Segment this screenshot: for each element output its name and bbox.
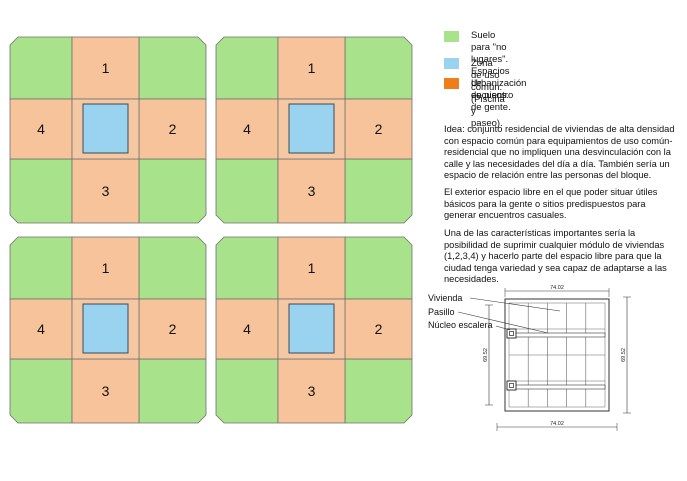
legend-label: Suelo para "no lugares". Espacios de enc… (471, 30, 514, 113)
module-number: 2 (169, 321, 177, 337)
green-space (215, 236, 279, 300)
residential-block: 1 2 3 4 (9, 36, 207, 224)
module-number: 1 (308, 260, 316, 276)
housing-module (277, 158, 346, 224)
pool-area (82, 103, 129, 154)
floor-plan: 74.02 74.02 69.52 69.52 (457, 285, 631, 431)
legend-item-urbanizacion: Urbanización de pisos. (444, 78, 526, 102)
residential-block: 1 2 3 4 (215, 36, 413, 224)
legend-label: Urbanización de pisos. (471, 78, 527, 101)
description-paragraph: Una de las características importantes s… (444, 228, 667, 285)
plan-outline (504, 298, 610, 412)
stair-core-inner (509, 383, 514, 388)
green-space (215, 158, 279, 224)
green-space (9, 358, 73, 424)
plan-label-pasillo: Pasillo (428, 307, 455, 317)
dimension-label: 74.02 (550, 421, 564, 427)
green-space (9, 36, 73, 100)
plan-label-nucleo-escalera: Núcleo escalera (428, 320, 493, 330)
residential-block: 1 2 3 4 (9, 236, 207, 424)
pool-area (288, 103, 335, 154)
green-space (9, 158, 73, 224)
green-space (138, 36, 207, 100)
module-number: 1 (102, 60, 110, 76)
green-space (138, 358, 207, 424)
legend-swatch-orange (444, 78, 459, 89)
stair-core-inner (509, 331, 514, 336)
module-number: 2 (375, 121, 383, 137)
module-number: 4 (37, 121, 45, 137)
dimension-label: 69.52 (621, 348, 627, 362)
housing-module (9, 98, 73, 160)
legend-swatch-green (444, 31, 459, 42)
green-space (344, 158, 413, 224)
module-number: 3 (102, 183, 110, 199)
legend-swatch-blue (444, 58, 459, 69)
green-space (9, 236, 73, 300)
dimension-label: 74.02 (550, 285, 564, 291)
corridor (510, 332, 606, 338)
dimension-label: 69.52 (483, 348, 489, 362)
stair-core (506, 380, 517, 391)
legend-item-no-lugares: Suelo para "no lugares". Espacios de enc… (444, 30, 513, 114)
module-number: 4 (243, 121, 251, 137)
green-space (344, 358, 413, 424)
description-paragraph: El exterior espacio libre en el que pode… (444, 187, 658, 221)
green-space (344, 36, 413, 100)
module-number: 1 (102, 260, 110, 276)
pool-area (82, 303, 129, 354)
green-space (215, 36, 279, 100)
module-number: 1 (308, 60, 316, 76)
housing-module (138, 298, 207, 360)
housing-module (344, 98, 413, 160)
module-number: 4 (243, 321, 251, 337)
legend-label: Zona de uso común. (Piscina y paseo). (471, 58, 505, 129)
residential-block: 1 2 3 4 (215, 236, 413, 424)
legend-item-uso-comun: Zona de uso común. (Piscina y paseo). (444, 58, 505, 130)
module-number: 3 (102, 383, 110, 399)
pool-area (288, 303, 335, 354)
blocks-layer: 1 2 3 4 1 2 3 4 1 2 3 4 1 2 3 4 (9, 36, 413, 424)
module-number: 2 (375, 321, 383, 337)
plan-label-vivienda: Vivienda (428, 293, 463, 303)
green-space (138, 236, 207, 300)
leader-line (457, 311, 549, 334)
housing-module (71, 36, 140, 100)
module-number: 3 (308, 383, 316, 399)
module-number: 3 (308, 183, 316, 199)
stair-core (506, 328, 517, 339)
housing-module (277, 36, 346, 100)
housing-module (71, 236, 140, 300)
housing-module (71, 158, 140, 224)
housing-module (215, 98, 279, 160)
green-space (215, 358, 279, 424)
housing-module (71, 358, 140, 424)
housing-module (277, 236, 346, 300)
green-space (344, 236, 413, 300)
leader-line (495, 325, 511, 331)
housing-module (9, 298, 73, 360)
corridor (510, 384, 606, 390)
description-paragraph: Idea: conjunto residencial de viviendas … (444, 124, 675, 181)
leader-line (469, 297, 561, 312)
green-space (138, 158, 207, 224)
module-number: 2 (169, 121, 177, 137)
housing-module (138, 98, 207, 160)
module-number: 4 (37, 321, 45, 337)
